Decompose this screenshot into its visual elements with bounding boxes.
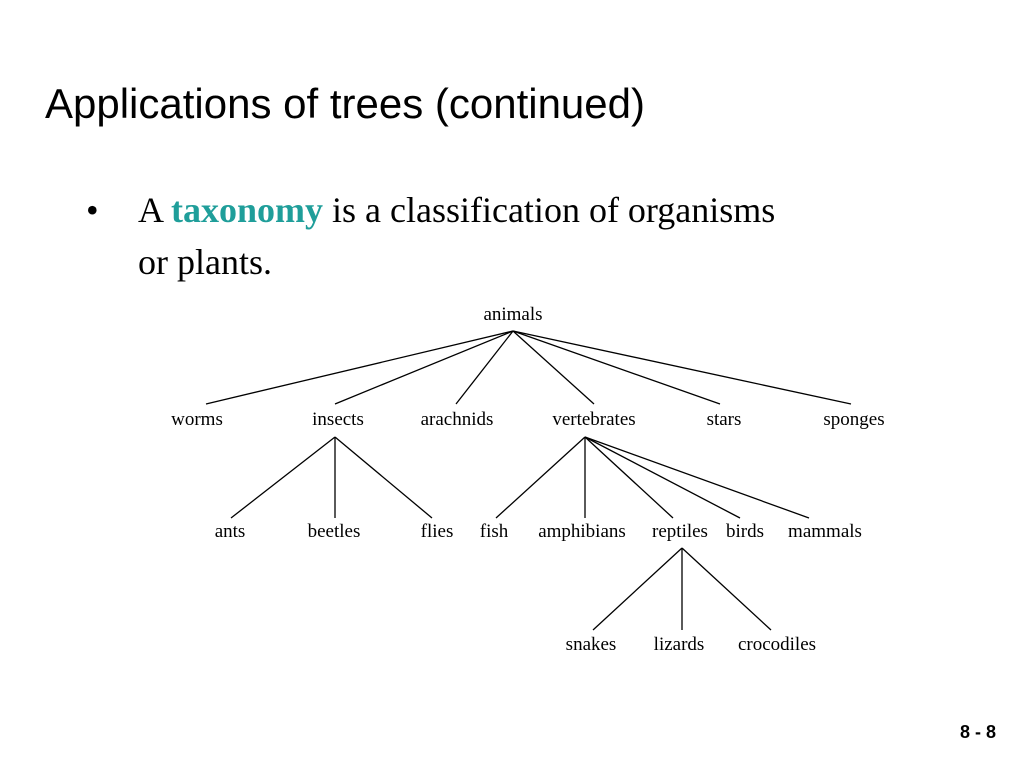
edge-reptiles-crocodiles	[681, 547, 772, 631]
bullet-suffix: is a classification of organisms or plan…	[138, 190, 776, 282]
node-crocodiles: crocodiles	[738, 634, 816, 655]
tree-edges	[205, 330, 852, 631]
edge-vertebrates-mammals	[584, 436, 810, 519]
bullet-prefix: A	[138, 190, 172, 230]
node-reptiles: reptiles	[652, 521, 708, 542]
edge-insects-flies	[334, 436, 433, 519]
edge-insects-ants	[230, 436, 336, 519]
edge-vertebrates-reptiles	[584, 436, 674, 519]
edge-animals-vertebrates	[512, 330, 595, 405]
node-amphibians: amphibians	[538, 521, 626, 542]
node-birds: birds	[726, 521, 764, 542]
node-arachnids: arachnids	[421, 409, 494, 430]
node-flies: flies	[421, 521, 454, 542]
node-lizards: lizards	[654, 634, 705, 655]
node-vertebrates: vertebrates	[552, 409, 635, 430]
bullet-term: taxonomy	[171, 190, 324, 230]
slide-title: Applications of trees (continued)	[45, 80, 645, 127]
node-mammals: mammals	[788, 521, 862, 542]
edge-vertebrates-fish	[495, 436, 586, 519]
page-number: 8 - 8	[959, 722, 996, 742]
bullet-dot: •	[86, 190, 99, 230]
node-fish: fish	[480, 521, 509, 542]
edge-animals-stars	[512, 330, 721, 405]
node-beetles: beetles	[308, 521, 361, 542]
tree-labels: animals worms insects arachnids vertebra…	[171, 304, 884, 655]
node-animals: animals	[483, 304, 542, 325]
edge-animals-insects	[334, 330, 514, 405]
node-stars: stars	[707, 409, 742, 430]
edge-vertebrates-birds	[584, 436, 741, 519]
bullet-text: A taxonomy is a classification of organi…	[138, 184, 778, 288]
edge-reptiles-snakes	[592, 547, 683, 631]
node-snakes: snakes	[566, 634, 617, 655]
node-ants: ants	[215, 521, 246, 542]
node-insects: insects	[312, 409, 364, 430]
node-worms: worms	[171, 409, 223, 430]
edge-animals-sponges	[512, 330, 852, 405]
edge-animals-worms	[205, 330, 514, 405]
edge-animals-arachnids	[455, 330, 514, 405]
node-sponges: sponges	[823, 409, 884, 430]
